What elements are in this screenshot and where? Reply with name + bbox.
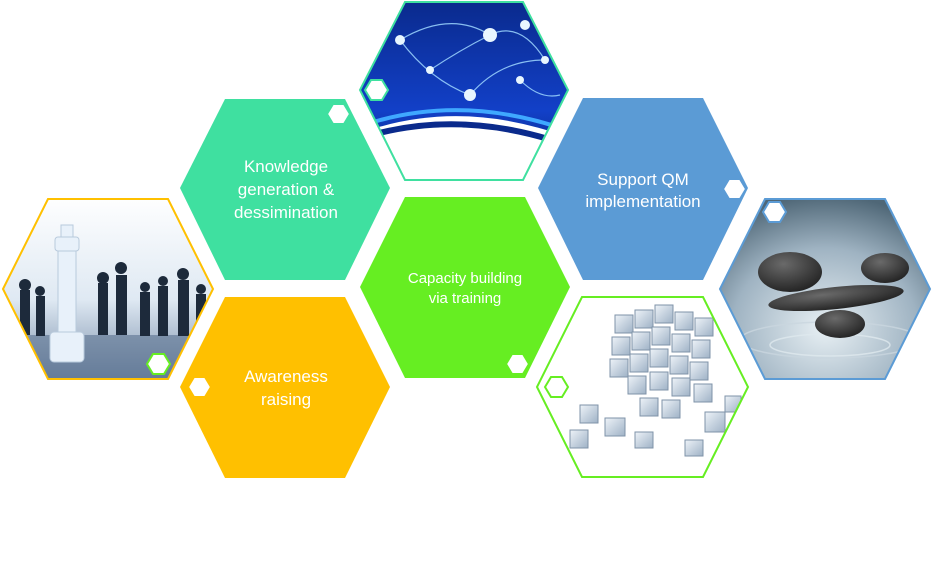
- support-label-line-1: Support QM: [597, 170, 689, 189]
- awareness-hexagon: Awareness raising: [180, 297, 390, 478]
- support-label-line-2: implementation: [585, 192, 700, 211]
- knowledge-label-line-1: Knowledge: [244, 157, 328, 176]
- small-hexagon-icon: [721, 178, 748, 200]
- stones-image-tile: [718, 198, 932, 380]
- knowledge-hexagon: Knowledge generation & dessimination: [180, 99, 390, 280]
- knowledge-label-line-2: generation &: [238, 180, 335, 199]
- chess-pieces-image: [3, 199, 213, 379]
- network-image-tile: [358, 1, 570, 181]
- awareness-label-line-2: raising: [261, 390, 311, 409]
- small-hexagon-icon: [186, 376, 213, 398]
- cubes-image: [537, 297, 748, 477]
- small-hexagon-icon: [543, 376, 570, 398]
- small-hexagon-icon: [325, 103, 352, 125]
- capacity-hexagon: Capacity building via training: [360, 197, 570, 378]
- small-hexagon-icon: [761, 201, 788, 223]
- capacity-label-line-1: Capacity building: [408, 270, 522, 287]
- balanced-stones-image: [720, 199, 930, 379]
- knowledge-label-line-3: dessimination: [234, 203, 338, 222]
- globe-network-image: [360, 2, 568, 180]
- capacity-label-line-2: via training: [429, 290, 502, 307]
- small-hexagon-icon: [145, 353, 172, 375]
- small-hexagon-icon: [504, 353, 531, 375]
- small-hexagon-icon: [363, 79, 390, 101]
- support-hexagon: Support QM implementation: [538, 98, 748, 280]
- awareness-label-line-1: Awareness: [244, 367, 328, 386]
- cubes-image-tile: [535, 296, 750, 478]
- chess-image-tile: [1, 198, 215, 380]
